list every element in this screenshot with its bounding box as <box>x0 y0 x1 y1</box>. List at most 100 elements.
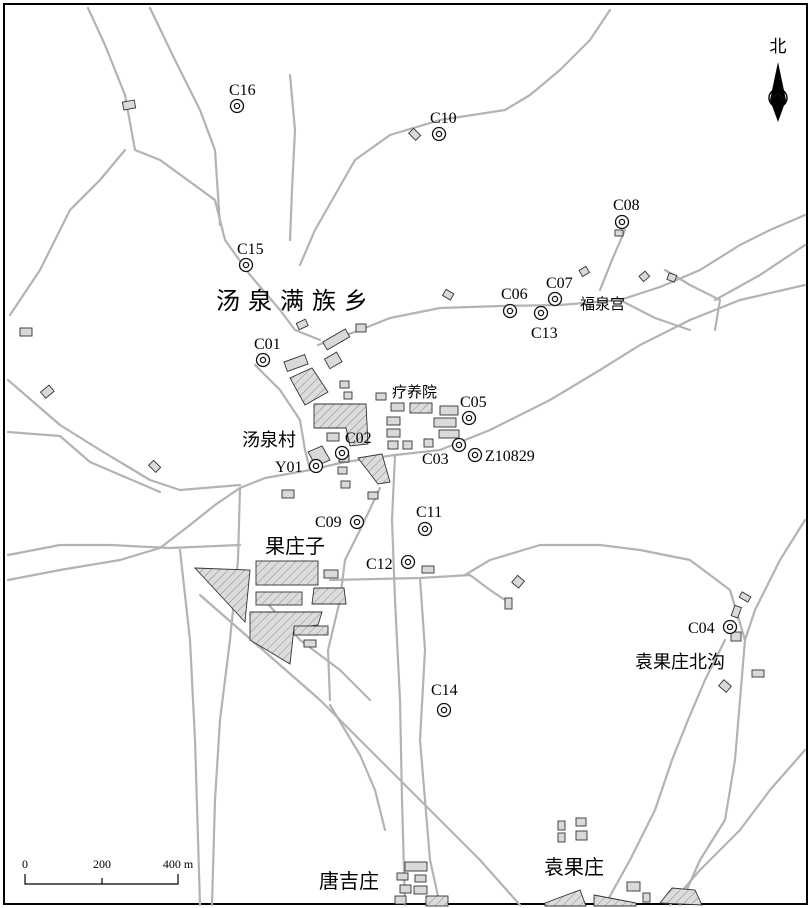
site-label: C03 <box>422 451 449 468</box>
site-label: C13 <box>531 325 558 342</box>
site-label: C16 <box>229 82 256 99</box>
site-label: C04 <box>688 620 715 637</box>
building <box>717 679 733 693</box>
road <box>6 378 242 492</box>
building <box>593 894 637 907</box>
north-label: 北 <box>770 37 787 57</box>
north-arrow-ring-icon <box>768 88 788 108</box>
place-label-tangjizhuang: 唐吉庄 <box>319 869 379 893</box>
building <box>147 459 162 474</box>
site-c16: C16 <box>229 82 256 114</box>
building <box>323 351 343 370</box>
site-y01: Y01 <box>275 458 324 476</box>
building <box>340 480 351 489</box>
site-label: C05 <box>460 394 487 411</box>
building <box>626 881 641 892</box>
site-label: C02 <box>345 430 372 447</box>
building <box>387 440 399 450</box>
building <box>281 489 295 499</box>
site-marker-dot-icon <box>353 518 361 526</box>
site-label: C15 <box>237 241 264 258</box>
building <box>409 402 433 414</box>
building <box>255 560 319 586</box>
site-c12: C12 <box>366 554 416 573</box>
site-marker-dot-icon <box>537 309 545 317</box>
building <box>357 453 391 485</box>
building <box>343 391 353 400</box>
site-c06: C06 <box>501 286 528 319</box>
site-label: C12 <box>366 556 393 573</box>
site-c04: C04 <box>688 619 738 637</box>
building <box>303 639 317 648</box>
buildings <box>19 99 765 907</box>
place-label-yuanguozhuang-beigou: 袁果庄北沟 <box>635 652 725 673</box>
building <box>121 99 137 111</box>
road <box>390 453 407 907</box>
building <box>413 885 428 895</box>
road <box>6 430 162 494</box>
site-c11: C11 <box>416 504 442 537</box>
building <box>642 892 651 903</box>
building <box>438 429 460 439</box>
site-c15: C15 <box>237 241 264 273</box>
place-label-township: 汤泉满族乡 <box>216 287 376 315</box>
building <box>326 432 340 442</box>
building <box>289 367 329 406</box>
site-c13: C13 <box>531 305 558 342</box>
road <box>463 543 747 702</box>
site-c14: C14 <box>431 682 458 718</box>
site-marker-dot-icon <box>338 449 346 457</box>
building <box>557 820 566 831</box>
road <box>418 576 442 907</box>
building <box>19 327 33 337</box>
site-label: Y01 <box>275 459 303 476</box>
building <box>283 353 309 373</box>
site-marker-dot-icon <box>233 102 241 110</box>
building <box>544 889 587 907</box>
site-marker-dot-icon <box>471 451 479 459</box>
building <box>425 895 449 907</box>
building <box>367 491 379 500</box>
building <box>578 265 591 278</box>
road <box>253 363 312 472</box>
site-c05: C05 <box>460 394 487 426</box>
site-label: C10 <box>430 110 457 127</box>
site-marker-dot-icon <box>465 414 473 422</box>
site-z10829: Z10829 <box>467 447 535 465</box>
building <box>659 887 703 906</box>
building <box>396 872 409 881</box>
building <box>293 625 329 636</box>
building <box>666 272 678 283</box>
building <box>402 440 413 450</box>
site-c10: C10 <box>430 110 457 142</box>
site-label: Z10829 <box>485 448 535 465</box>
road <box>598 228 627 292</box>
building <box>441 288 455 301</box>
site-label: C07 <box>546 275 573 292</box>
site-marker-dot-icon <box>726 623 734 631</box>
road <box>328 703 387 832</box>
building <box>433 417 457 428</box>
building <box>375 392 387 401</box>
building <box>390 402 405 412</box>
site-label: C06 <box>501 286 528 303</box>
north-arrow: 北 <box>768 37 788 122</box>
road <box>288 73 297 242</box>
road <box>210 486 242 907</box>
site-c02: C02 <box>334 430 372 461</box>
road <box>298 8 612 267</box>
site-marker-dot-icon <box>551 295 559 303</box>
site-marker-dot-icon <box>312 462 320 470</box>
building <box>738 591 752 603</box>
place-labels: 汤泉满族乡 福泉宫 疗养院 汤泉村 果庄子 袁果庄北沟 唐吉庄 袁果庄 <box>216 287 725 893</box>
building <box>386 428 401 438</box>
site-marker-dot-icon <box>435 130 443 138</box>
site-marker-dot-icon <box>242 261 250 269</box>
scale-tick-label: 0 <box>22 857 28 871</box>
place-label-tangquancun: 汤泉村 <box>242 430 296 451</box>
site-label: C08 <box>613 197 640 214</box>
building <box>255 591 303 606</box>
